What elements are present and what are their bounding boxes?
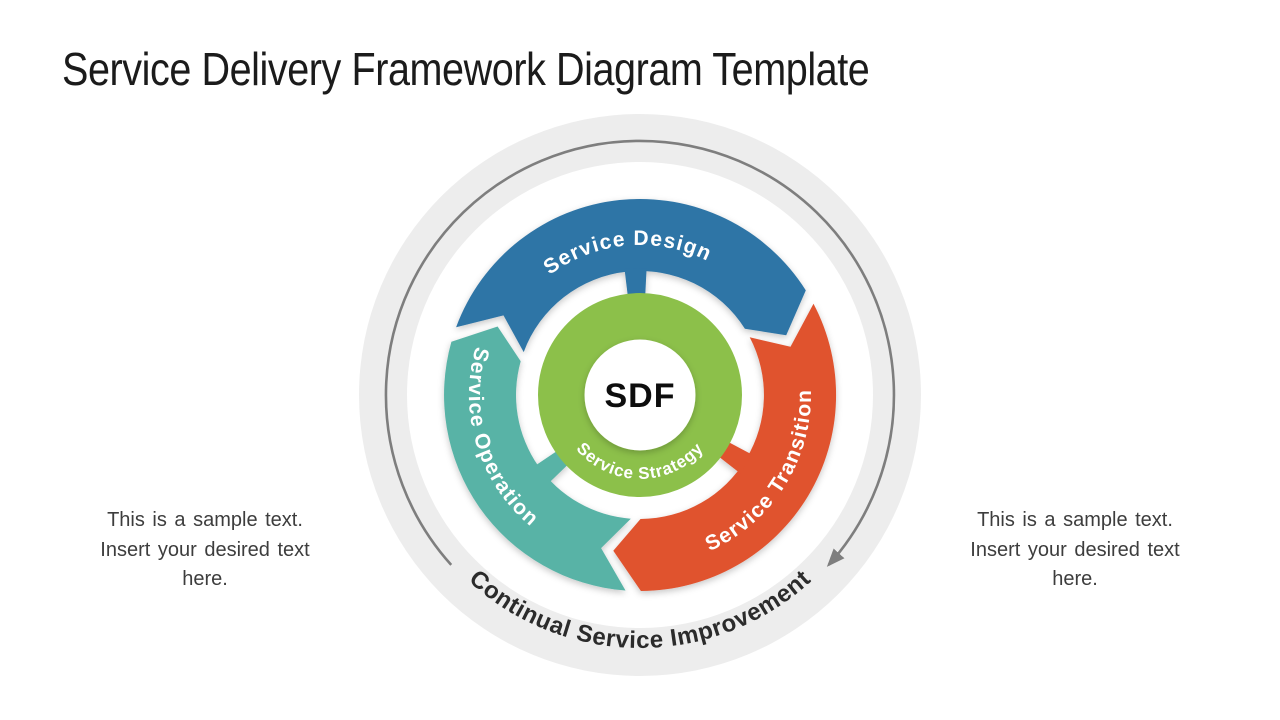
segment-service-transition [613,303,837,591]
inner-ring-service-strategy [538,293,742,497]
sample-text-line: Insert your desired text [100,538,310,561]
sample-text-right: This is a sample text. Insert your desir… [940,506,1210,595]
sample-text-line: here. [1052,568,1098,590]
sample-text-left: This is a sample text. Insert your desir… [70,506,340,595]
cycle-arrow-arc [384,139,896,567]
connector-tab-transition [718,441,753,474]
sample-text-line: This is a sample text. [977,509,1173,531]
segment-service-design [456,198,806,353]
center-circle [584,339,696,451]
sample-text-line: This is a sample text. [107,509,303,531]
sample-text-line: here. [182,568,228,590]
center-label: SDF [605,377,676,415]
sample-text-line: Insert your desired text [970,538,1180,561]
segment-service-operation [444,326,631,591]
connector-tab-design [624,268,647,297]
page-title: Service Delivery Framework Diagram Templ… [62,43,870,95]
